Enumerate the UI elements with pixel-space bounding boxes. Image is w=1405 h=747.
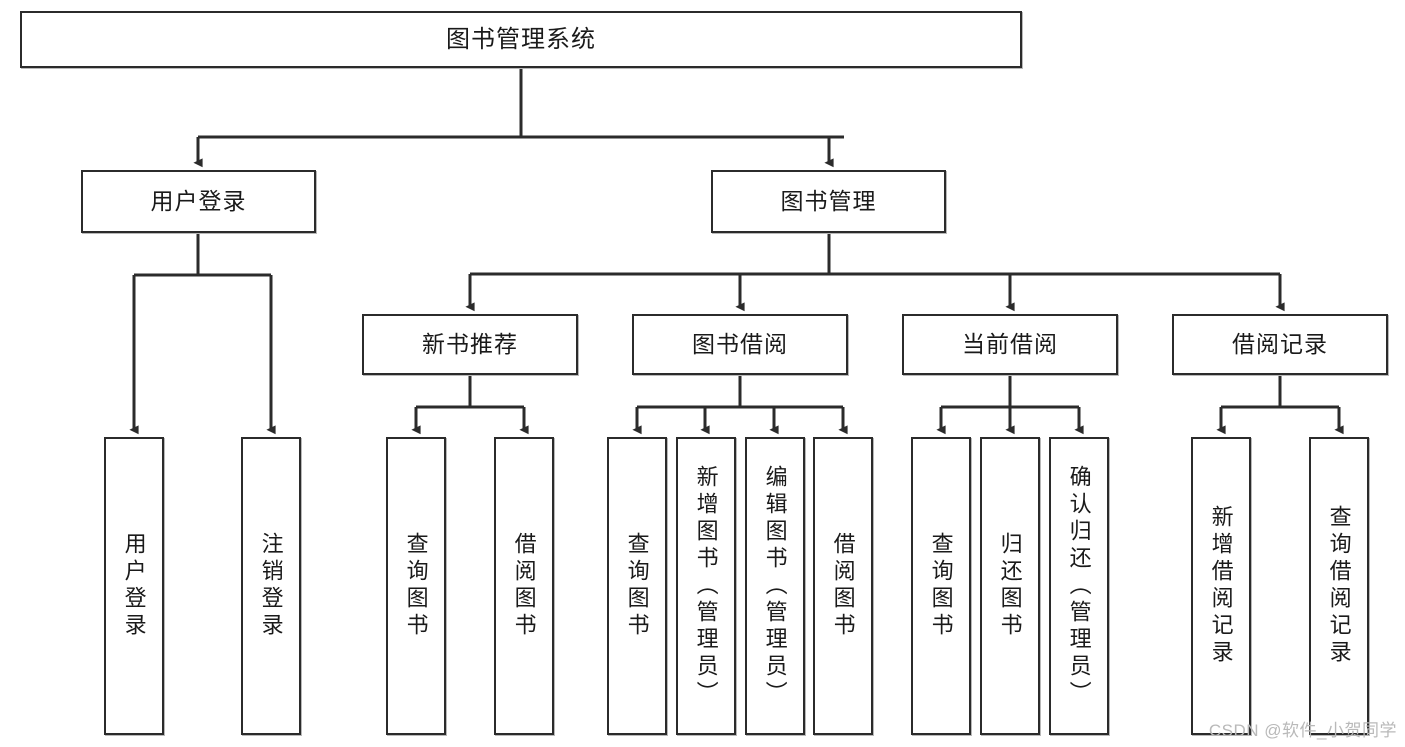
node-new-book-recommend[interactable]: 新书推荐 <box>362 314 578 375</box>
leaf-borrow-book-recommend[interactable]: 借阅图书 <box>494 437 554 735</box>
node-book-borrow[interactable]: 图书借阅 <box>632 314 848 375</box>
leaf-add-book-admin[interactable]: 新增图书（管理员） <box>676 437 736 735</box>
node-label: 编辑图书（管理员） <box>762 464 788 708</box>
node-label: 借阅图书 <box>830 532 856 640</box>
node-user-login[interactable]: 用户登录 <box>81 170 316 233</box>
leaf-query-book-recommend[interactable]: 查询图书 <box>386 437 446 735</box>
node-label: 注销登录 <box>258 532 284 640</box>
node-label: 借阅记录 <box>1232 331 1328 358</box>
node-label: 图书管理系统 <box>446 25 596 53</box>
node-label: 查询图书 <box>403 532 429 640</box>
node-label: 归还图书 <box>997 532 1023 640</box>
node-label: 确认归还（管理员） <box>1066 464 1092 708</box>
node-label: 图书管理 <box>780 188 877 215</box>
leaf-query-book[interactable]: 查询图书 <box>607 437 667 735</box>
leaf-add-borrow-record[interactable]: 新增借阅记录 <box>1191 437 1251 735</box>
node-label: 借阅图书 <box>511 532 537 640</box>
watermark-text: CSDN @软件_小贺同学 <box>1208 721 1397 740</box>
leaf-user-login[interactable]: 用户登录 <box>104 437 164 735</box>
leaf-logout[interactable]: 注销登录 <box>241 437 301 735</box>
node-label: 图书借阅 <box>692 331 788 358</box>
node-label: 当前借阅 <box>962 331 1058 358</box>
node-label: 新增图书（管理员） <box>693 464 719 708</box>
node-label: 查询图书 <box>928 532 954 640</box>
node-label: 查询图书 <box>624 532 650 640</box>
leaf-confirm-return-admin[interactable]: 确认归还（管理员） <box>1049 437 1109 735</box>
node-borrow-record[interactable]: 借阅记录 <box>1172 314 1388 375</box>
node-current-borrow[interactable]: 当前借阅 <box>902 314 1118 375</box>
node-label: 新书推荐 <box>422 331 518 358</box>
node-label: 新增借阅记录 <box>1208 505 1234 667</box>
leaf-borrow-book[interactable]: 借阅图书 <box>813 437 873 735</box>
leaf-query-book-current[interactable]: 查询图书 <box>911 437 971 735</box>
leaf-return-book[interactable]: 归还图书 <box>980 437 1040 735</box>
leaf-query-borrow-record[interactable]: 查询借阅记录 <box>1309 437 1369 735</box>
node-root-system[interactable]: 图书管理系统 <box>20 11 1022 68</box>
node-label: 查询借阅记录 <box>1326 505 1352 667</box>
node-label: 用户登录 <box>150 188 247 215</box>
leaf-edit-book-admin[interactable]: 编辑图书（管理员） <box>745 437 805 735</box>
node-book-management[interactable]: 图书管理 <box>711 170 946 233</box>
node-label: 用户登录 <box>121 532 147 640</box>
